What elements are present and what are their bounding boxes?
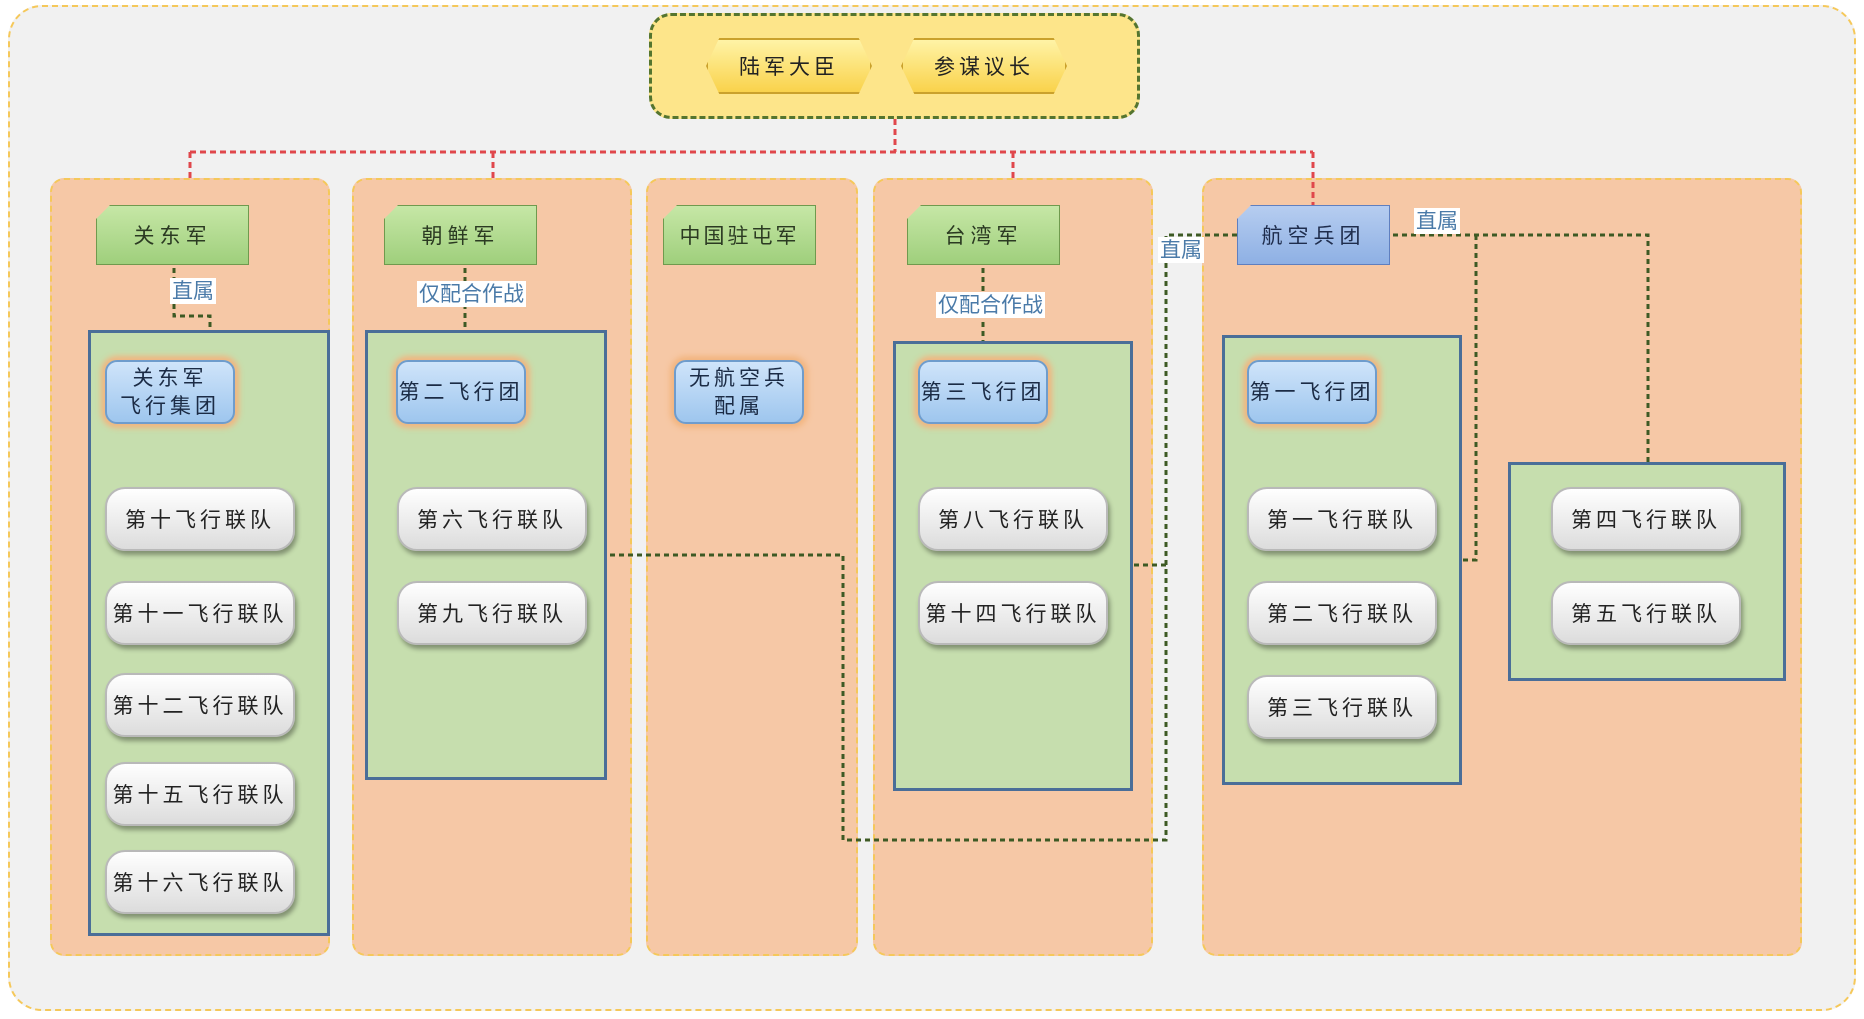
taiwan-army-node: 台湾军 [907,205,1060,265]
no-air-unit-node: 无航空兵 配属 [674,360,804,424]
no-air-unit-line2: 配属 [714,394,764,418]
kwantung-direct-label: 直属 [170,278,216,304]
regiment-2-node: 第二飞行联队 [1247,581,1437,645]
regiment-9-node: 第九飞行联队 [397,581,587,645]
kwantung-air-group-line2: 飞行集团 [120,394,220,418]
army-minister-node: 陆军大臣 [706,38,872,94]
taiwan-cooperation-label: 仅配合作战 [936,292,1045,318]
no-air-unit-line1: 无航空兵 [689,366,789,390]
regiment-8-node: 第八飞行联队 [918,487,1108,551]
first-air-brigade-node: 第一飞行团 [1247,360,1377,424]
regiment-15-node: 第十五飞行联队 [105,762,295,826]
china-garrison-army-node: 中国驻屯军 [663,205,816,265]
kwantung-air-group-line1: 关东军 [132,366,208,390]
regiment-16-node: 第十六飞行联队 [105,850,295,914]
regiment-11-node: 第十一飞行联队 [105,581,295,645]
chief-of-staff-node: 参谋议长 [901,38,1067,94]
air-corps-direct-label-left: 直属 [1158,237,1204,263]
kwantung-army-node: 关东军 [96,205,249,265]
regiment-10-node: 第十飞行联队 [105,487,295,551]
regiment-5-node: 第五飞行联队 [1551,581,1741,645]
third-air-brigade-node: 第三飞行团 [918,360,1048,424]
command-links [188,119,1315,205]
air-corps-direct-label-right: 直属 [1414,208,1460,234]
korea-cooperation-label: 仅配合作战 [417,281,526,307]
air-corps-node: 航空兵团 [1237,205,1390,265]
regiment-14-node: 第十四飞行联队 [918,581,1108,645]
china-army-panel [646,178,858,956]
regiment-3-node: 第三飞行联队 [1247,675,1437,739]
regiment-6-node: 第六飞行联队 [397,487,587,551]
kwantung-air-group-node: 关东军 飞行集团 [105,360,235,424]
regiment-12-node: 第十二飞行联队 [105,673,295,737]
regiment-1-node: 第一飞行联队 [1247,487,1437,551]
second-air-brigade-node: 第二飞行团 [396,360,526,424]
korea-army-node: 朝鲜军 [384,205,537,265]
regiment-4-node: 第四飞行联队 [1551,487,1741,551]
